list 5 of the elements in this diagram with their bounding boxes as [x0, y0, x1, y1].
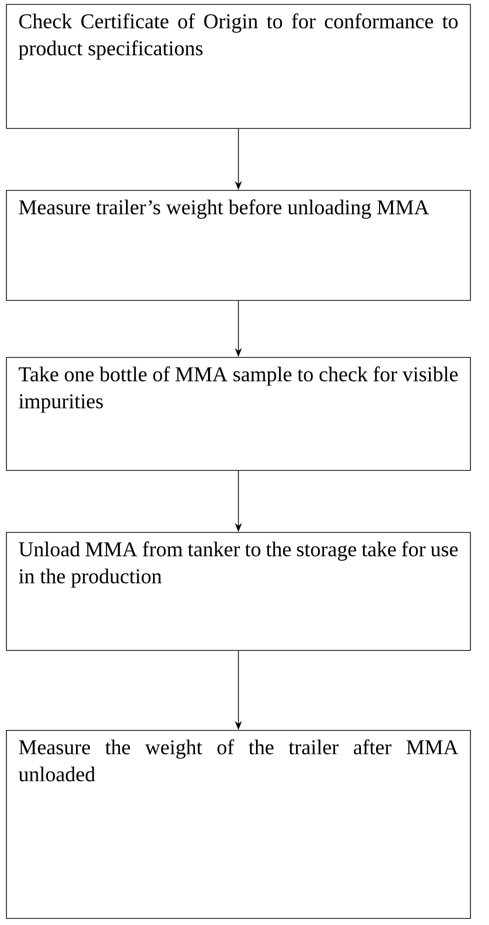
process-box: Measure the weight of the trailer after MMA unloaded [6, 730, 471, 919]
process-box: Take one bottle of MMA sample to check for visible impurities [6, 357, 471, 471]
process-box: Check Certificate of Origin to for conformance to product specifications [6, 4, 471, 129]
process-box: Unload MMA from tanker to the storage take for use in the production [6, 532, 471, 651]
process-box: Measure trailer’s weight before unloading MMA [6, 190, 471, 301]
